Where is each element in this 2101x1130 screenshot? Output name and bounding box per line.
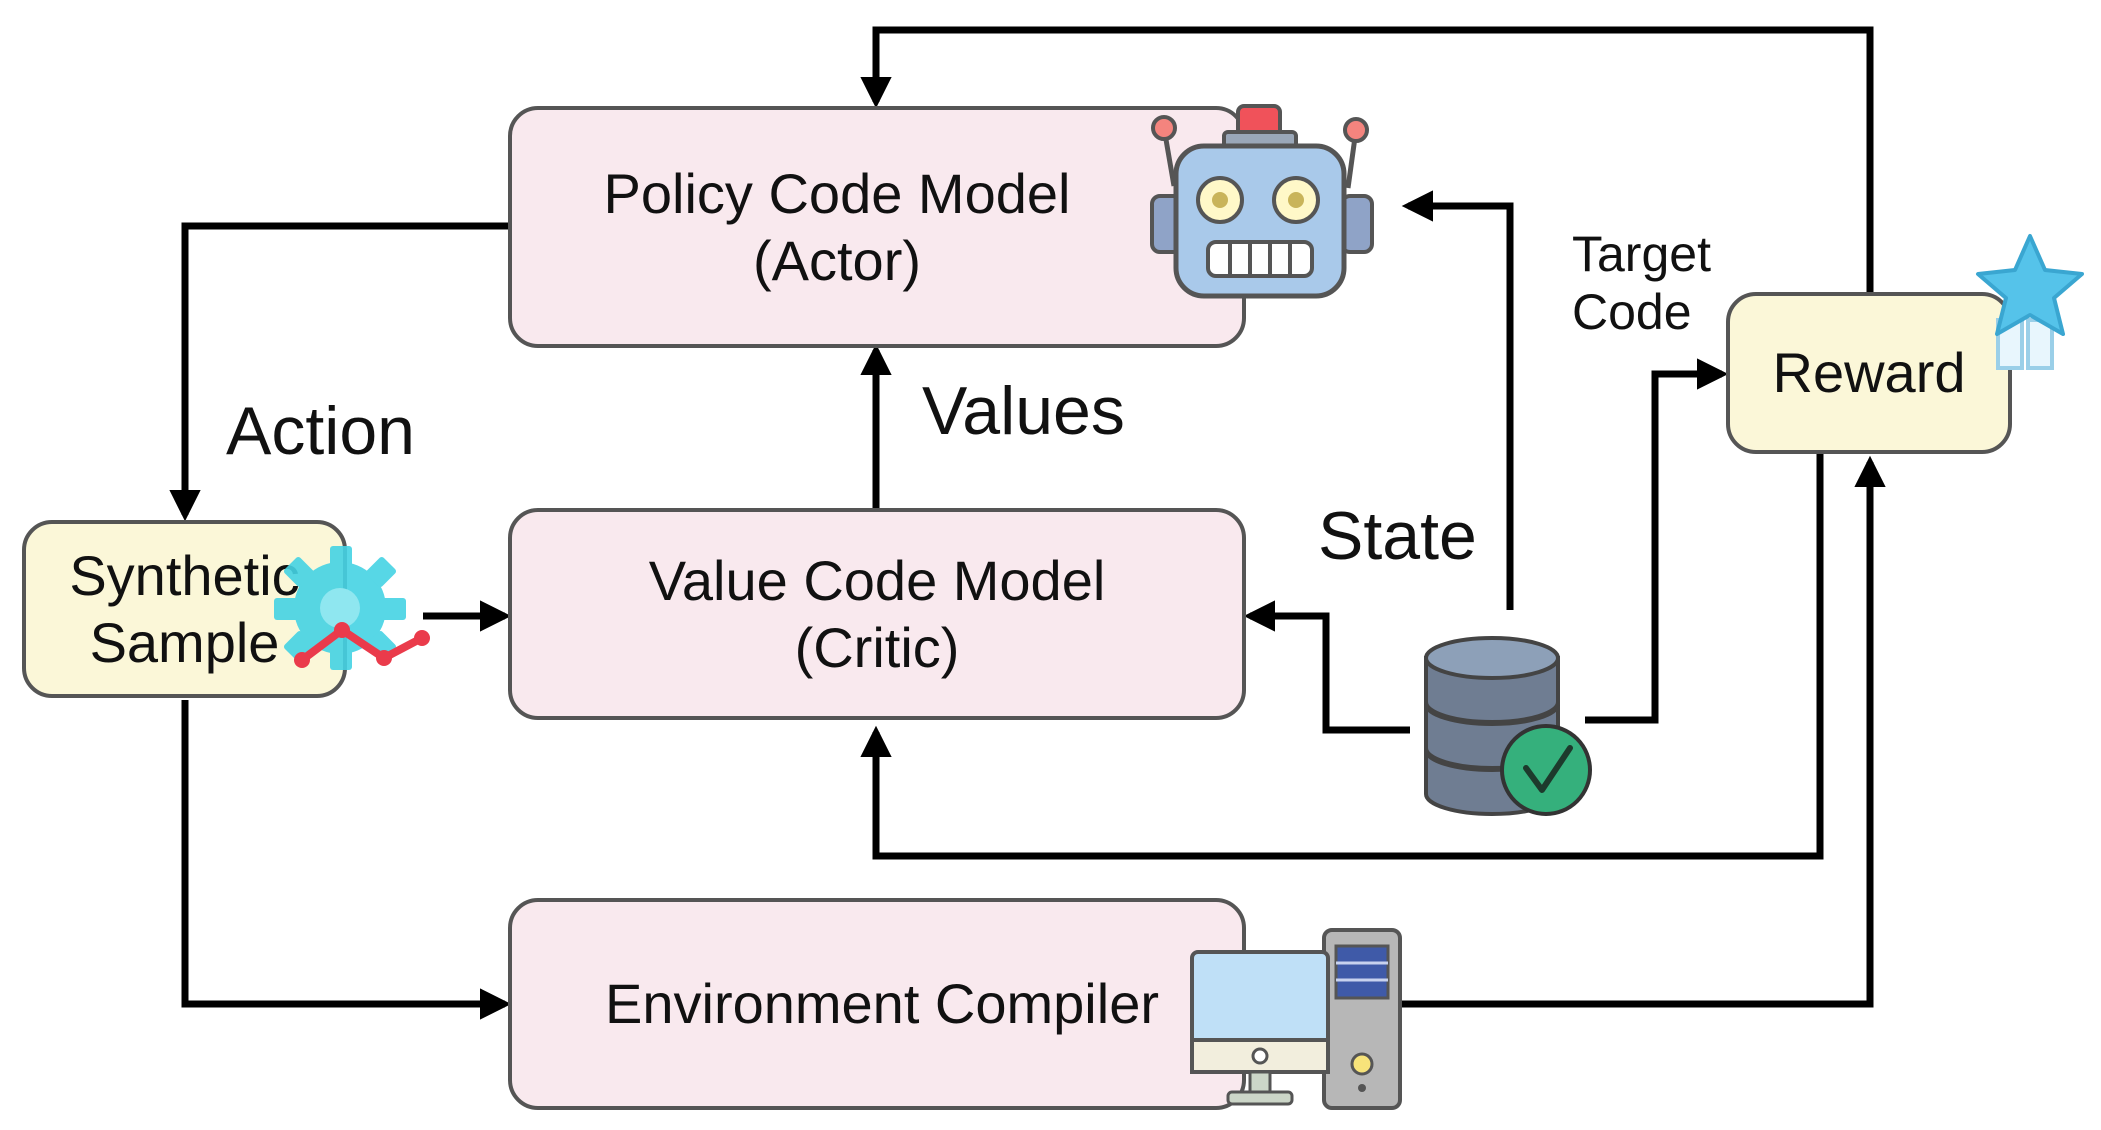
edge-reward-to-policy <box>860 26 1874 292</box>
values-label: Values <box>922 373 1125 449</box>
reward-box: Reward <box>1726 292 2012 454</box>
gear-chart-icon <box>274 546 430 670</box>
edge-state-to-value <box>1243 600 1410 734</box>
edge-environment-to-reward <box>1400 455 1886 1008</box>
value-title: Value Code Model <box>648 548 1106 612</box>
synthetic-line2: Sample <box>89 611 280 674</box>
edge-reward-to-value <box>860 454 1824 860</box>
edge-state-to-policy <box>1401 190 1514 610</box>
edge-synthetic-to-environment <box>181 700 512 1020</box>
target-label-line1: Target <box>1572 226 1711 282</box>
reward-label: Reward <box>1772 341 1966 405</box>
environment-label: Environment Compiler <box>605 972 1159 1036</box>
synthetic-line1: Synthetic <box>69 543 300 607</box>
star-badge-icon <box>1976 234 2084 370</box>
robot-icon <box>1150 104 1374 299</box>
state-label: State <box>1318 498 1477 574</box>
desktop-computer-icon <box>1190 928 1402 1110</box>
target-code-label: Target Code <box>1572 226 1711 341</box>
value-code-model-box: Value Code Model (Critic) <box>508 508 1246 720</box>
policy-subtitle: (Actor) <box>753 229 921 292</box>
value-subtitle: (Critic) <box>794 616 960 679</box>
environment-compiler-box: Environment Compiler <box>508 898 1246 1110</box>
database-check-icon <box>1424 636 1592 816</box>
edge-action <box>169 222 508 522</box>
target-label-line2: Code <box>1572 283 1692 340</box>
policy-code-model-box: Policy Code Model (Actor) <box>508 106 1246 348</box>
policy-title: Policy Code Model <box>603 161 1071 225</box>
action-label: Action <box>226 393 415 469</box>
edge-target-code <box>1585 358 1729 724</box>
